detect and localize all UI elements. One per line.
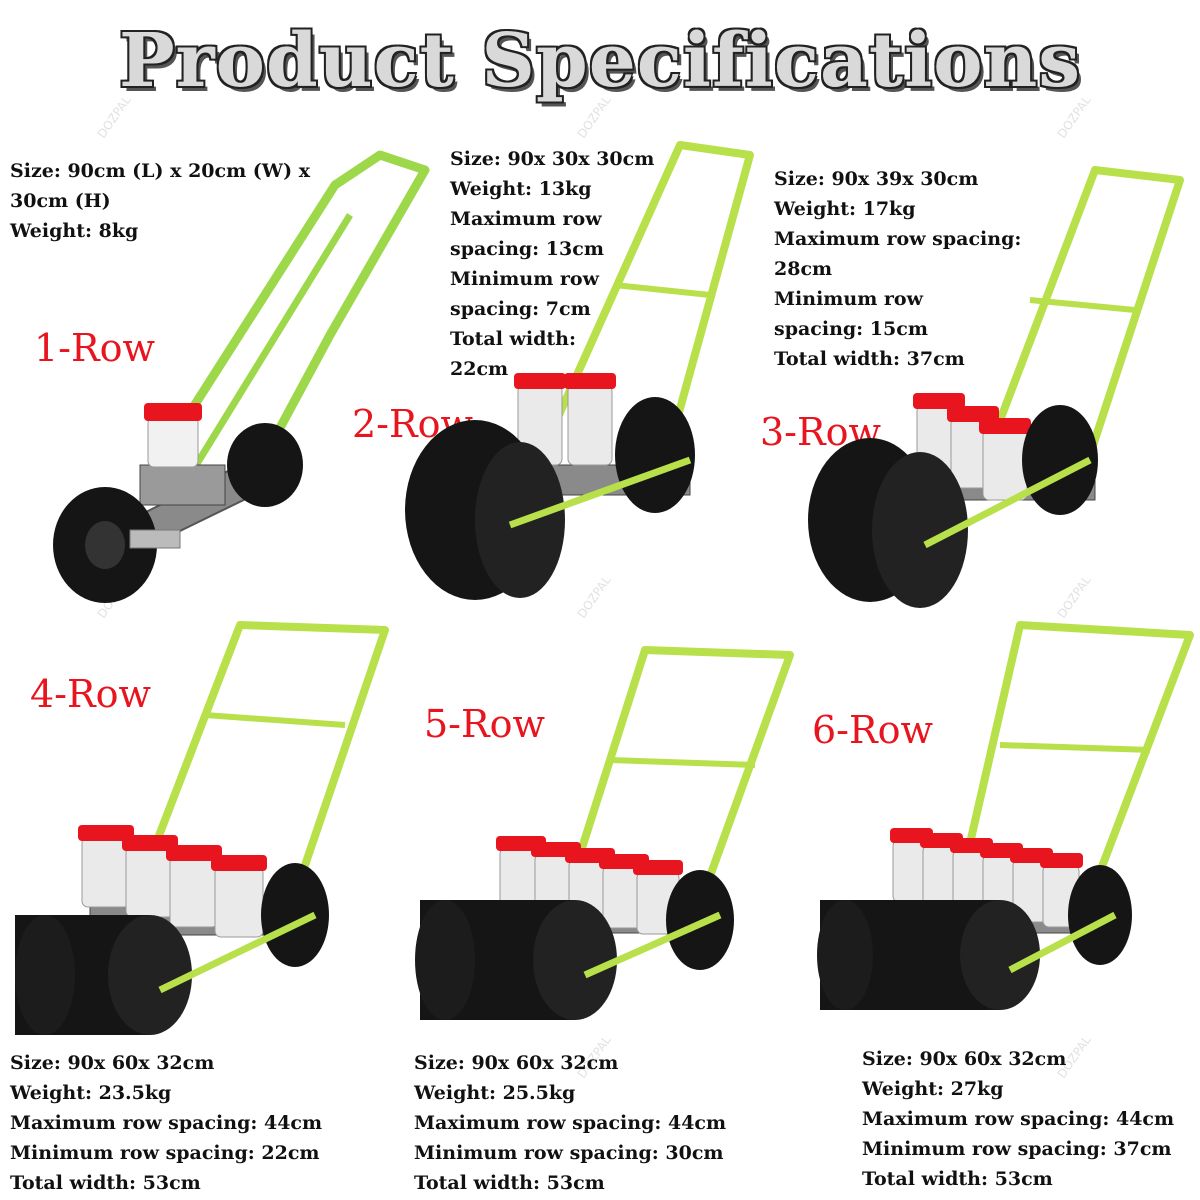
planter-3-row-image [808, 166, 1184, 608]
spec-line: Total width: 53cm [414, 1172, 605, 1194]
page-title: Product Specifications [118, 18, 1082, 104]
spec-list-3-row: Size: 90x 39x 30cm Weight: 17kg Maximum … [774, 164, 1021, 374]
row-label-1-row: 1-Row [34, 326, 156, 370]
spec-line: Minimum row [774, 288, 923, 310]
spec-line: Total width: 53cm [862, 1168, 1053, 1190]
spec-line: Maximum row spacing: [774, 228, 1022, 250]
spec-line: Weight: 8kg [10, 220, 139, 242]
spec-line: Weight: 17kg [774, 198, 916, 220]
spec-list-1-row: Size: 90cm (L) x 20cm (W) x 30cm (H) Wei… [10, 156, 310, 246]
spec-line: Minimum row spacing: 37cm [862, 1138, 1172, 1160]
planter-4-row-image [15, 621, 389, 1035]
spec-line: Size: 90x 39x 30cm [774, 168, 979, 190]
spec-line: Minimum row [450, 268, 599, 290]
spec-list-6-row: Size: 90x 60x 32cm Weight: 27kg Maximum … [862, 1044, 1174, 1194]
spec-line: Maximum row spacing: 44cm [10, 1112, 323, 1134]
spec-line: Maximum row [450, 208, 602, 230]
planter-6-row-image [817, 621, 1194, 1010]
spec-line: Minimum row spacing: 30cm [414, 1142, 724, 1164]
spec-line: Size: 90x 60x 32cm [414, 1052, 619, 1074]
spec-line: Maximum row spacing: 44cm [862, 1108, 1175, 1130]
spec-list-4-row: Size: 90x 60x 32cm Weight: 23.5kg Maximu… [10, 1048, 322, 1198]
spec-line: Weight: 23.5kg [10, 1082, 172, 1104]
row-label-6-row: 6-Row [812, 708, 934, 752]
spec-line: Weight: 27kg [862, 1078, 1004, 1100]
spec-line: Size: 90x 60x 32cm [10, 1052, 215, 1074]
spec-line: 28cm [774, 258, 833, 280]
spec-line: Total width: [450, 328, 577, 350]
planter-5-row-image [415, 646, 794, 1020]
spec-line: Maximum row spacing: 44cm [414, 1112, 727, 1134]
spec-line: Total width: 37cm [774, 348, 965, 370]
spec-line: 30cm (H) [10, 190, 111, 212]
spec-line: Size: 90x 60x 32cm [862, 1048, 1067, 1070]
spec-line: Size: 90x 30x 30cm [450, 148, 655, 170]
row-label-5-row: 5-Row [424, 702, 546, 746]
planter-2-row-image [405, 141, 754, 600]
spec-line: spacing: 13cm [450, 238, 604, 260]
spec-line: Minimum row spacing: 22cm [10, 1142, 320, 1164]
spec-line: Total width: 53cm [10, 1172, 201, 1194]
spec-line: Weight: 13kg [450, 178, 592, 200]
spec-line: 22cm [450, 358, 509, 380]
spec-line: Weight: 25.5kg [414, 1082, 576, 1104]
spec-list-5-row: Size: 90x 60x 32cm Weight: 25.5kg Maximu… [414, 1048, 726, 1198]
row-label-4-row: 4-Row [30, 672, 152, 716]
spec-line: Size: 90cm (L) x 20cm (W) x [10, 160, 311, 182]
spec-list-2-row: Size: 90x 30x 30cm Weight: 13kg Maximum … [450, 144, 654, 384]
spec-line: spacing: 7cm [450, 298, 591, 320]
spec-line: spacing: 15cm [774, 318, 928, 340]
planter-1-row-image [53, 150, 430, 603]
